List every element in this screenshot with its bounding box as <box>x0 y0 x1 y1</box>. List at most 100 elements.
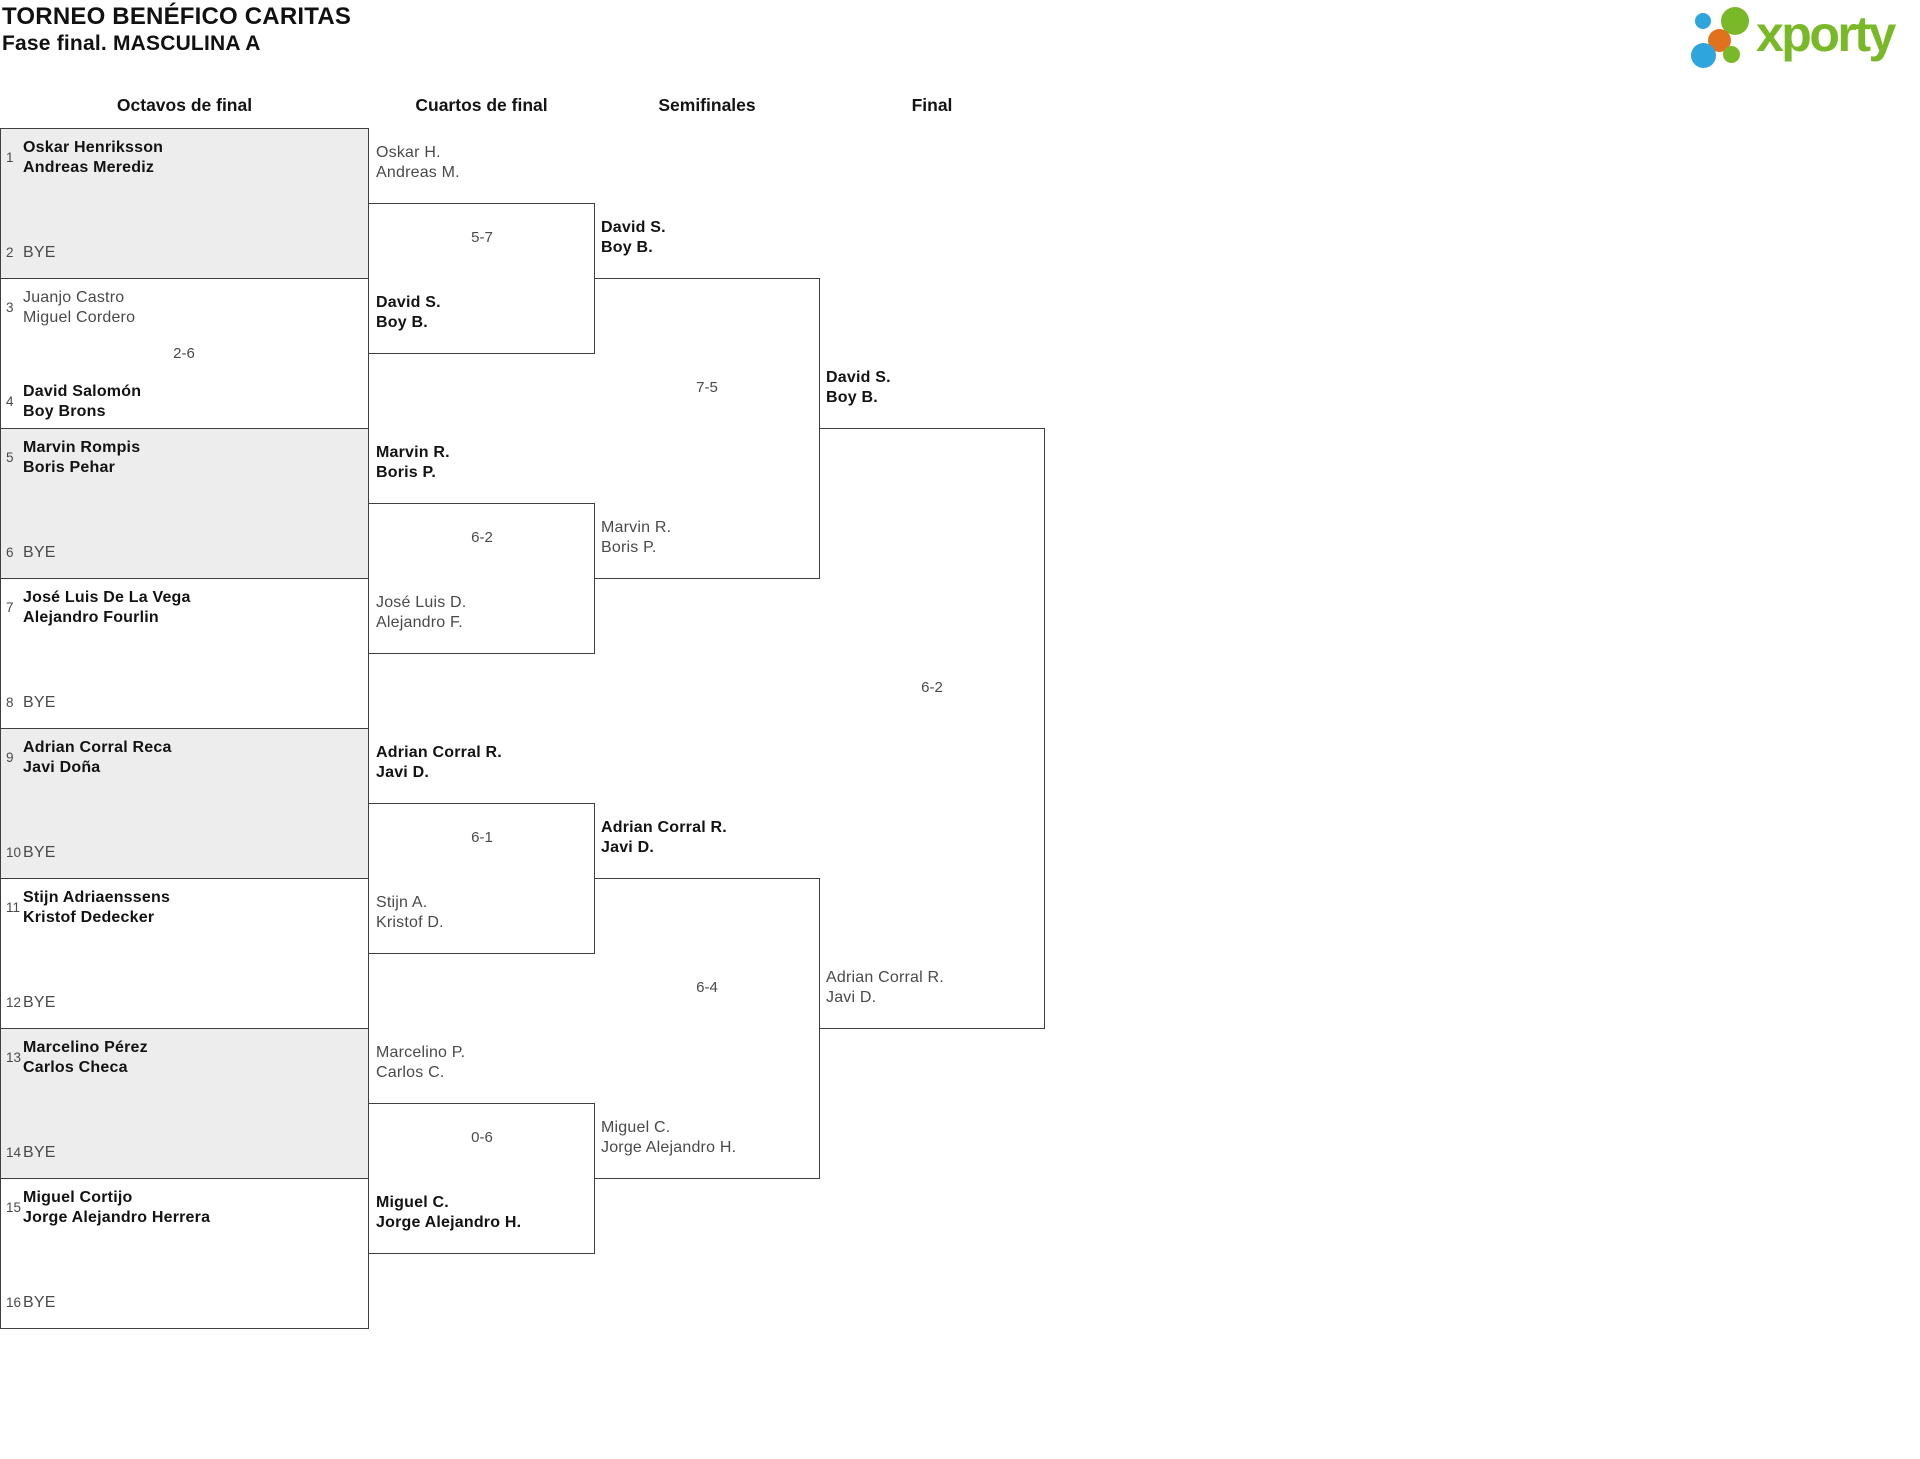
page-title: TORNEO BENÉFICO CARITAS <box>2 3 352 30</box>
bracket-slot-16: 16 BYE <box>6 1293 364 1313</box>
bracket-slot-5: 5 Marvin Rompis Boris Pehar <box>6 438 364 477</box>
bye-label: BYE <box>23 1143 56 1161</box>
round-header-semifinales: Semifinales <box>658 95 756 115</box>
bracket-slot-14: 14 BYE <box>6 1143 364 1163</box>
r16-match-2: 3 Juanjo Castro Miguel Cordero 4 David S… <box>0 278 369 429</box>
logo-dot-blue-large <box>1691 43 1716 68</box>
seed-number: 11 <box>6 900 21 915</box>
team-name-line: Juanjo Castro <box>23 289 125 306</box>
logo-dot-blue-small <box>1695 13 1711 29</box>
bracket-slot-11: 11 Stijn Adriaenssens Kristof Dedecker <box>6 888 364 927</box>
logo-wordmark: xporty <box>1756 6 1896 62</box>
team-name-line: Jorge Alejandro Herrera <box>23 1208 211 1226</box>
bracket-slot-4: 4 David Salomón Boy Brons <box>6 382 364 421</box>
participant-label: David S.Boy B. <box>826 369 891 406</box>
team-name-line: Alejandro Fourlin <box>23 608 159 626</box>
score-final: 6-2 <box>921 679 943 696</box>
r16-match-5: 9 Adrian Corral Reca Javi Doña 10 BYE <box>0 728 369 879</box>
xporty-logo[interactable]: xporty <box>1686 3 1918 69</box>
team-name-line: Marcelino Pérez <box>23 1039 148 1056</box>
participant-label: Marvin R.Boris P. <box>601 519 672 556</box>
participant-label: Stijn A.Kristof D. <box>376 894 444 931</box>
participant-label: Miguel C.Jorge Alejandro H. <box>601 1119 737 1156</box>
participant-label: Oskar H.Andreas M. <box>376 144 460 181</box>
final-match <box>819 428 1045 1029</box>
bracket-slot-6: 6 BYE <box>6 543 364 563</box>
participant-label: Adrian Corral R.Javi D. <box>601 819 727 856</box>
bracket-slot-12: 12 BYE <box>6 993 364 1013</box>
seed-number: 15 <box>6 1200 22 1215</box>
score-sf-1: 7-5 <box>696 379 718 396</box>
participant-label: Adrian Corral R.Javi D. <box>376 744 502 781</box>
seed-number: 9 <box>6 750 14 765</box>
bye-label: BYE <box>23 843 56 861</box>
team-name-line: Miguel Cortijo <box>23 1189 133 1206</box>
bye-label: BYE <box>23 243 56 261</box>
seed-number: 1 <box>6 150 14 165</box>
seed-number: 10 <box>6 844 22 860</box>
score-octavos-2: 2-6 <box>173 345 195 362</box>
r16-match-3: 5 Marvin Rompis Boris Pehar 6 BYE <box>0 428 369 579</box>
team-name-line: Javi Doña <box>23 758 101 776</box>
team-name-line: Carlos Checa <box>23 1058 128 1076</box>
seed-number: 6 <box>6 544 14 560</box>
team-name-line: David Salomón <box>23 383 142 400</box>
round-header-octavos: Octavos de final <box>116 95 253 115</box>
team-name-line: Andreas Merediz <box>23 158 155 176</box>
bracket-slot-10: 10 BYE <box>6 843 364 863</box>
round-header-cuartos: Cuartos de final <box>415 95 548 115</box>
r16-match-1: 1 Oskar Henriksson Andreas Merediz 2 BYE <box>0 128 369 279</box>
participant-label: Adrian Corral R.Javi D. <box>826 969 944 1006</box>
team-name-line: José Luis De La Vega <box>23 589 191 606</box>
team-name-line: Kristof Dedecker <box>23 908 155 926</box>
participant-label: Marvin R.Boris P. <box>376 444 450 481</box>
score-qf-2: 6-2 <box>471 529 493 546</box>
team-name-line: Boris Pehar <box>23 458 116 476</box>
bracket-slot-8: 8 BYE <box>6 693 364 713</box>
score-qf-1: 5-7 <box>471 229 493 246</box>
r16-match-7: 13 Marcelino Pérez Carlos Checa 14 BYE <box>0 1028 369 1179</box>
participant-label: David S.Boy B. <box>601 219 666 256</box>
bracket-slot-9: 9 Adrian Corral Reca Javi Doña <box>6 738 364 777</box>
team-name-line: Stijn Adriaenssens <box>23 889 171 906</box>
participant-label: David S.Boy B. <box>376 294 441 331</box>
participant-label: José Luis D.Alejandro F. <box>376 594 467 631</box>
seed-number: 13 <box>6 1050 22 1065</box>
logo-dot-green-small <box>1723 46 1740 63</box>
team-name-line: Oskar Henriksson <box>23 139 164 156</box>
seed-number: 8 <box>6 694 14 710</box>
participant-label: Miguel C.Jorge Alejandro H. <box>376 1194 522 1231</box>
bye-label: BYE <box>23 693 56 711</box>
round-header-final: Final <box>911 95 953 115</box>
bracket-slot-13: 13 Marcelino Pérez Carlos Checa <box>6 1038 364 1077</box>
bye-label: BYE <box>23 543 56 561</box>
bracket-slot-3: 3 Juanjo Castro Miguel Cordero <box>6 288 364 327</box>
bracket-slot-7: 7 José Luis De La Vega Alejandro Fourlin <box>6 588 364 627</box>
seed-number: 3 <box>6 300 14 315</box>
bracket-slot-15: 15 Miguel Cortijo Jorge Alejandro Herrer… <box>6 1188 364 1227</box>
participant-label: Marcelino P.Carlos C. <box>376 1044 466 1081</box>
seed-number: 4 <box>6 394 14 409</box>
bracket-slot-1: 1 Oskar Henriksson Andreas Merediz <box>6 138 364 177</box>
score-qf-4: 0-6 <box>471 1129 493 1146</box>
team-name-line: Miguel Cordero <box>23 308 136 326</box>
score-qf-3: 6-1 <box>471 829 493 846</box>
page-subtitle: Fase final. MASCULINA A <box>2 32 261 55</box>
r16-match-4: 7 José Luis De La Vega Alejandro Fourlin… <box>0 578 369 729</box>
team-name-line: Boy Brons <box>23 402 106 420</box>
r16-match-8: 15 Miguel Cortijo Jorge Alejandro Herrer… <box>0 1178 369 1329</box>
seed-number: 7 <box>6 600 14 615</box>
seed-number: 2 <box>6 244 14 260</box>
seed-number: 14 <box>6 1144 22 1160</box>
seed-number: 5 <box>6 450 14 465</box>
seed-number: 16 <box>6 1294 22 1310</box>
r16-match-6: 11 Stijn Adriaenssens Kristof Dedecker 1… <box>0 878 369 1029</box>
bracket-slot-2: 2 BYE <box>6 243 364 263</box>
seed-number: 12 <box>6 994 22 1010</box>
logo-dot-orange <box>1708 29 1731 52</box>
team-name-line: Adrian Corral Reca <box>23 739 172 756</box>
bye-label: BYE <box>23 1293 56 1311</box>
bye-label: BYE <box>23 993 56 1011</box>
score-sf-2: 6-4 <box>696 979 718 996</box>
